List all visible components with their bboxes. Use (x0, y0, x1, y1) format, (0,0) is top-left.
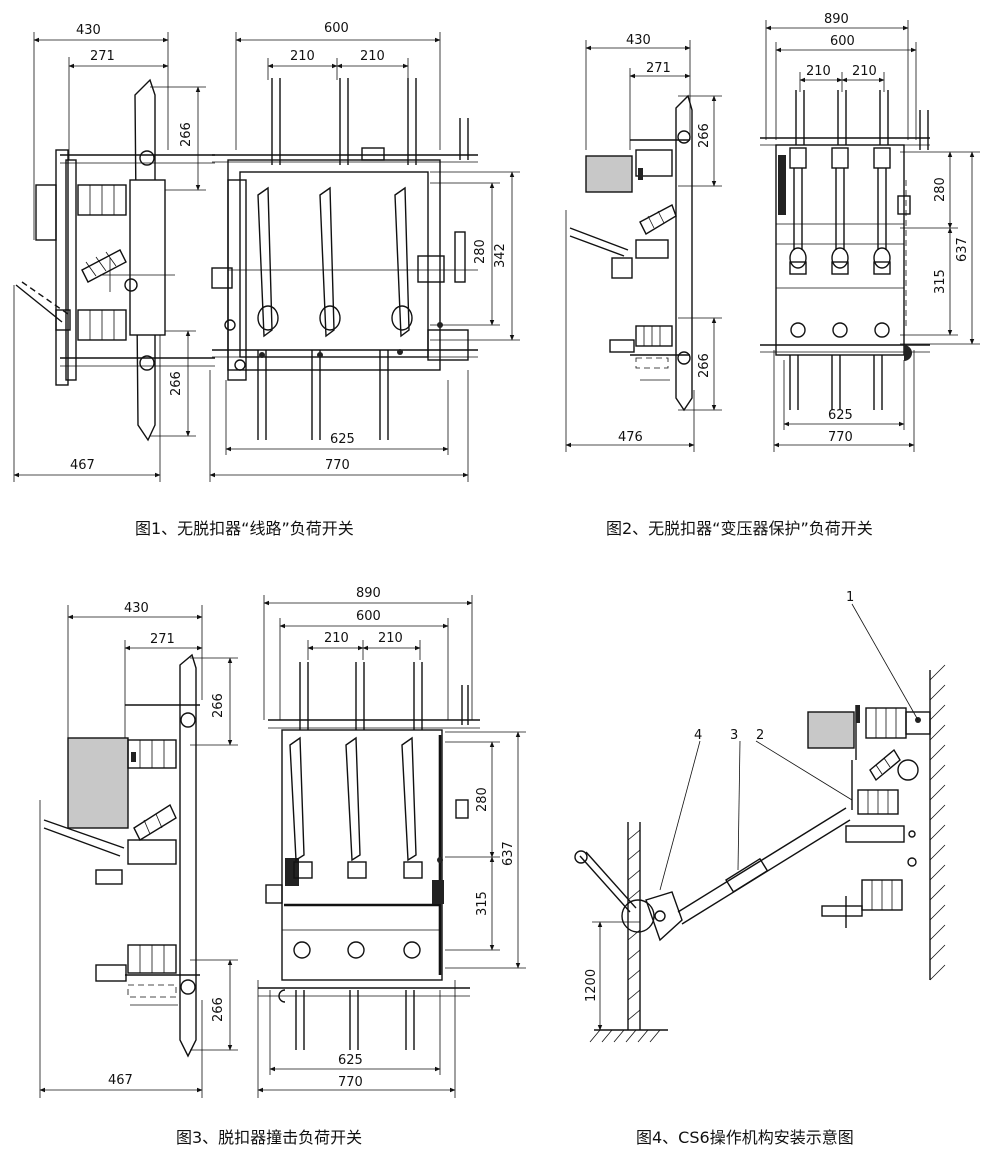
fig1-front-view (209, 32, 520, 482)
dim-label: 210 (290, 49, 315, 64)
dim-label: 210 (378, 631, 403, 646)
dim-label: 890 (356, 586, 381, 601)
fig3-side-view (39, 605, 238, 1098)
dim-label: 637 (501, 841, 516, 866)
dim-label: 266 (211, 997, 226, 1022)
fig2-dimension-labels: 430 271 476 266 266 890 600 210 210 280 … (618, 12, 970, 445)
dim-label: 266 (697, 123, 712, 148)
figure-2: 430 271 476 266 266 890 600 210 210 280 … (565, 12, 980, 538)
dim-label: 266 (179, 122, 194, 147)
fig2-front-view (760, 20, 980, 452)
callout-label: 1 (846, 590, 854, 605)
dim-label: 600 (830, 34, 855, 49)
dim-label: 271 (150, 632, 175, 647)
figure-1-caption: 图1、无脱扣器“线路”负荷开关 (135, 519, 354, 538)
dim-label: 280 (475, 787, 490, 812)
dim-label: 625 (338, 1053, 363, 1068)
dim-label: 210 (324, 631, 349, 646)
dim-label: 625 (330, 432, 355, 447)
dim-label: 467 (70, 458, 95, 473)
dim-label: 210 (806, 64, 831, 79)
dim-label: 430 (124, 601, 149, 616)
fig4-labels: 1 2 3 4 1200 (584, 590, 854, 1002)
fig3-dimension-labels: 430 271 467 266 266 890 600 210 210 280 … (108, 586, 516, 1090)
dim-label: 890 (824, 12, 849, 27)
dim-label: 266 (697, 353, 712, 378)
dim-label: 770 (325, 458, 350, 473)
fig3-front-view (257, 595, 526, 1098)
callout-label: 2 (756, 728, 764, 743)
height-label: 1200 (584, 969, 599, 1002)
callout-label: 4 (694, 728, 702, 743)
dim-label: 280 (933, 177, 948, 202)
dim-label: 315 (475, 891, 490, 916)
fig2-side-view (565, 40, 722, 452)
dim-label: 430 (626, 33, 651, 48)
dim-label: 770 (828, 430, 853, 445)
figure-3: 430 271 467 266 266 890 600 210 210 280 … (39, 586, 526, 1147)
dim-label: 266 (169, 371, 184, 396)
fig1-dimension-labels: 430 271 467 266 266 600 210 210 280 342 … (70, 21, 508, 473)
dim-label: 280 (473, 239, 488, 264)
dim-label: 342 (493, 243, 508, 268)
dim-label: 770 (338, 1075, 363, 1090)
dim-label: 476 (618, 430, 643, 445)
dim-label: 625 (828, 408, 853, 423)
fig1-side-view (13, 32, 215, 482)
dim-label: 210 (852, 64, 877, 79)
callout-label: 3 (730, 728, 738, 743)
figure-4: 1 2 3 4 1200 图4、CS6操作机构安装示意图 (574, 590, 946, 1147)
figure-3-caption: 图3、脱扣器撞击负荷开关 (176, 1128, 362, 1147)
dim-label: 430 (76, 23, 101, 38)
figure-2-caption: 图2、无脱扣器“变压器保护”负荷开关 (606, 519, 873, 538)
dim-label: 210 (360, 49, 385, 64)
figure-1: 430 271 467 266 266 600 210 210 280 342 … (13, 21, 520, 538)
fig4-installation-view (574, 603, 946, 1043)
dim-label: 266 (211, 693, 226, 718)
dim-label: 600 (324, 21, 349, 36)
dim-label: 271 (646, 61, 671, 76)
dim-label: 600 (356, 609, 381, 624)
dim-label: 637 (955, 237, 970, 262)
dim-label: 315 (933, 269, 948, 294)
dim-label: 467 (108, 1073, 133, 1088)
figure-4-caption: 图4、CS6操作机构安装示意图 (636, 1128, 854, 1147)
dim-label: 271 (90, 49, 115, 64)
